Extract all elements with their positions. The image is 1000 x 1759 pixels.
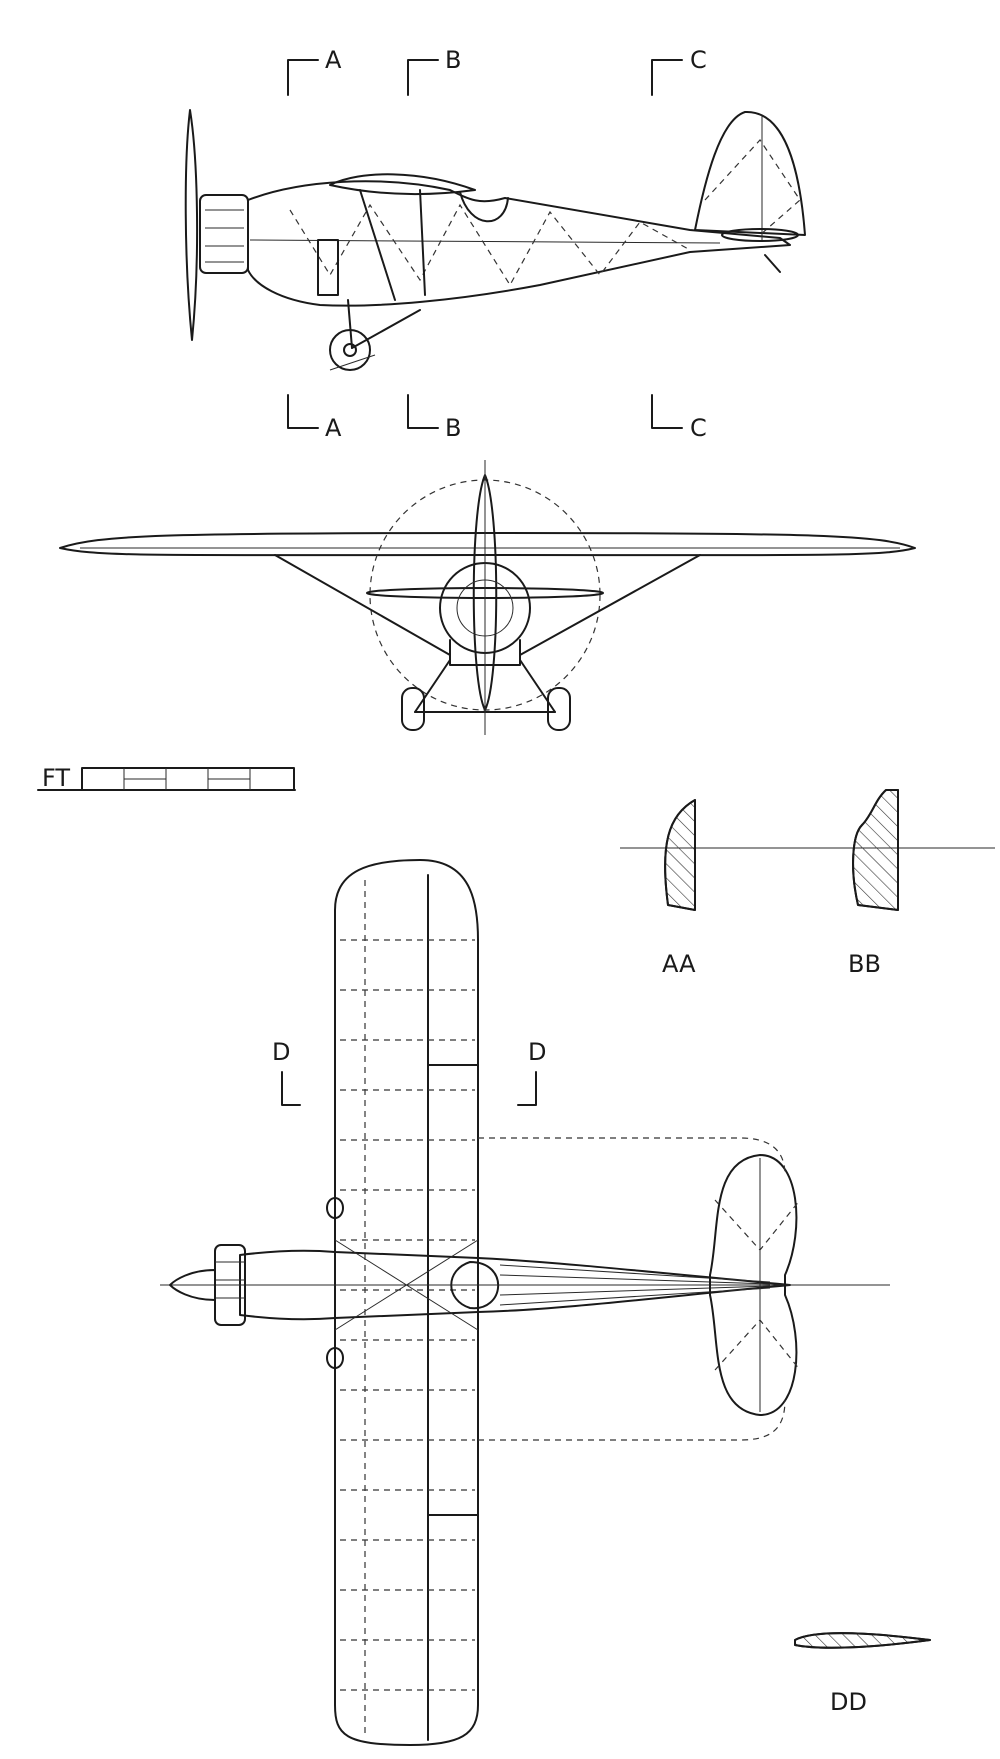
plan-view xyxy=(160,859,890,1746)
section-markers-d: D D xyxy=(272,1038,546,1106)
section-marker-d-left: D xyxy=(272,1038,290,1066)
section-aa: AA xyxy=(662,799,696,978)
section-marker-a-bottom: A xyxy=(325,414,342,442)
side-fuselage xyxy=(247,180,791,307)
side-propeller xyxy=(184,109,199,341)
section-marker-c-top: C xyxy=(690,46,707,74)
scale-bar-unit: FT xyxy=(42,764,70,792)
section-marker-a-top: A xyxy=(325,46,342,74)
section-markers-top: A B C xyxy=(287,46,707,96)
plan-wing xyxy=(334,859,479,1746)
section-dd-label: DD xyxy=(830,1688,867,1716)
side-landing-gear xyxy=(329,299,421,371)
section-markers-bottom: A B C xyxy=(287,394,707,442)
section-marker-b-bottom: B xyxy=(445,414,461,442)
section-bb-label: BB xyxy=(848,950,881,978)
side-fuselage-truss xyxy=(289,203,691,287)
plan-engine xyxy=(169,1244,246,1326)
section-marker-c-bottom: C xyxy=(690,414,707,442)
scale-bar: FT xyxy=(37,764,296,792)
side-wing xyxy=(329,173,476,195)
side-vertical-tail xyxy=(694,110,806,236)
section-marker-d-right: D xyxy=(528,1038,546,1066)
section-aa-label: AA xyxy=(662,950,696,978)
front-elevation xyxy=(59,460,916,735)
front-wing xyxy=(59,532,916,557)
side-engine xyxy=(199,194,249,274)
plan-tailplane xyxy=(709,1154,798,1416)
plan-wing-ribs xyxy=(340,880,475,1735)
front-wheel-left xyxy=(401,687,425,731)
section-bb: BB xyxy=(848,789,899,978)
side-elevation xyxy=(184,109,806,371)
section-dd: DD xyxy=(794,1632,931,1716)
front-wheel-right xyxy=(547,687,571,731)
plan-cockpit xyxy=(450,1261,500,1310)
section-marker-b-top: B xyxy=(445,46,461,74)
